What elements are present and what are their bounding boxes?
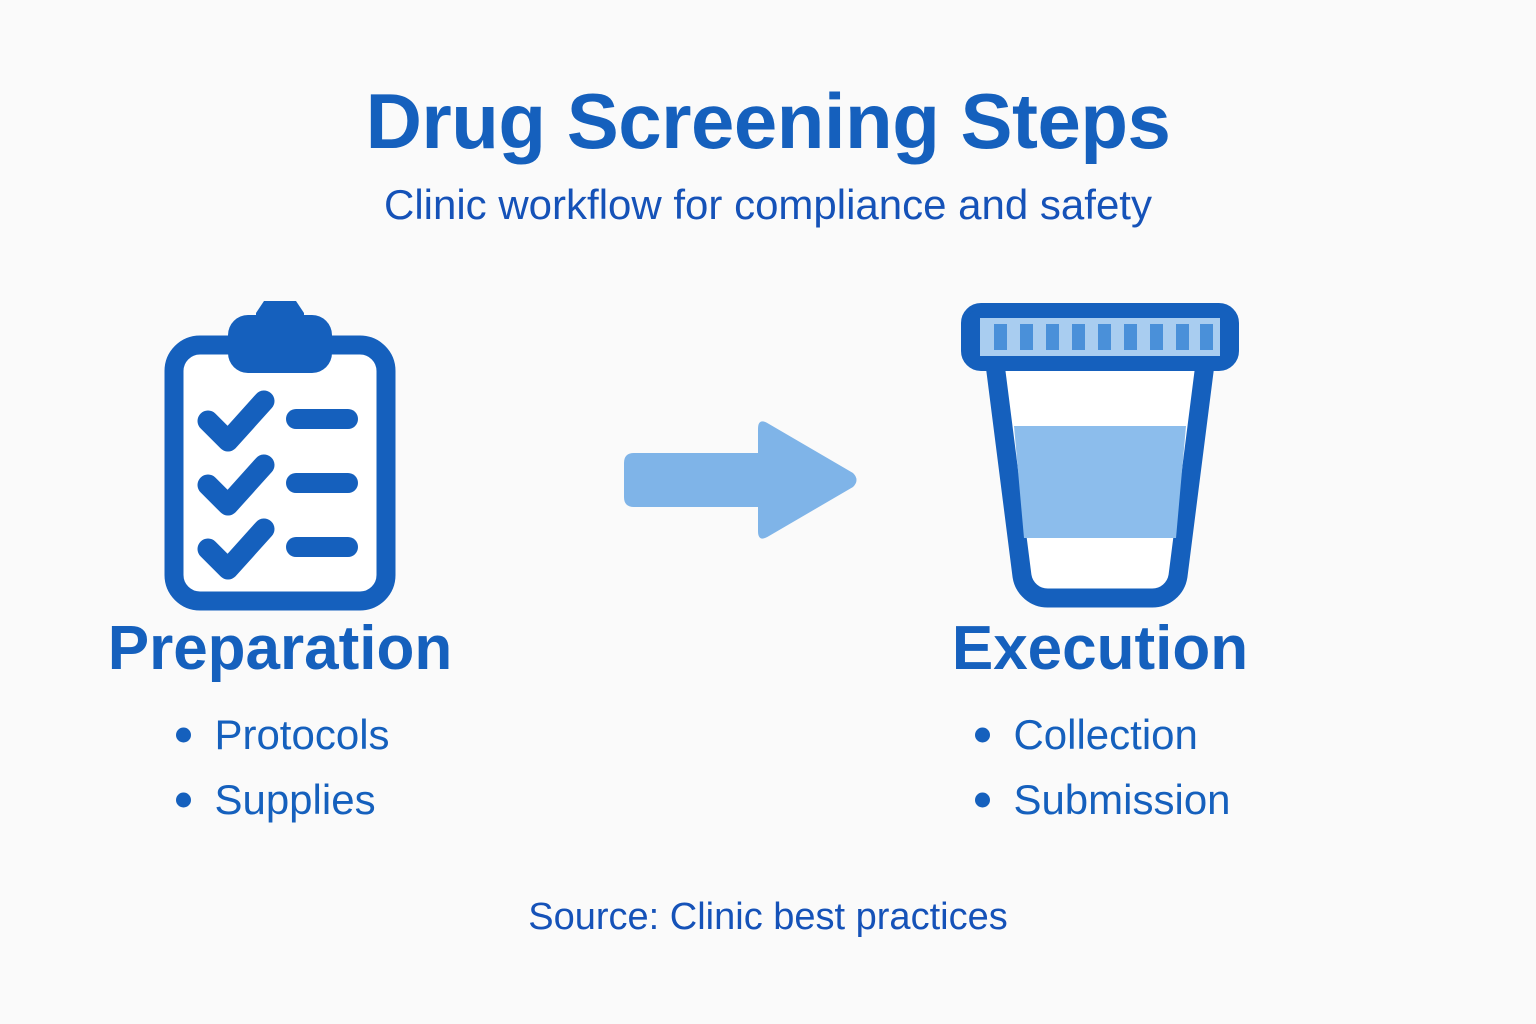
- step-execution-bullets: Collection Submission: [969, 702, 1231, 832]
- list-item-label: Submission: [1013, 776, 1231, 824]
- list-item-label: Protocols: [214, 711, 390, 758]
- page-subtitle: Clinic workflow for compliance and safet…: [384, 180, 1152, 228]
- clipboard-checklist-icon: [164, 301, 396, 611]
- step-connector: [610, 415, 870, 545]
- step-preparation: Preparation Protocols Supplies: [0, 288, 560, 832]
- specimen-cup-icon: [961, 303, 1239, 608]
- bullet-dot-icon: [176, 727, 192, 743]
- step-execution-label: Execution: [951, 614, 1249, 683]
- steps-container: Preparation Protocols Supplies: [0, 288, 1536, 868]
- source-note: Source: Clinic best practices: [528, 896, 1008, 938]
- list-item: Supplies: [170, 767, 389, 832]
- list-item: Submission: [969, 767, 1231, 832]
- step-preparation-icon-slot: [0, 288, 560, 618]
- list-item-label: Supplies: [214, 776, 376, 824]
- step-preparation-bullets: Protocols Supplies: [170, 702, 390, 832]
- step-preparation-label: Preparation: [107, 614, 453, 683]
- right-arrow-icon: [624, 421, 857, 539]
- header: Drug Screening Steps Clinic workflow for…: [0, 77, 1536, 230]
- bullet-dot-icon: [975, 727, 991, 743]
- list-item: Collection: [969, 702, 1230, 767]
- bullet-dot-icon: [975, 792, 991, 808]
- list-item-label: Collection: [1013, 711, 1198, 758]
- list-item: Protocols: [170, 702, 390, 767]
- page-title: Drug Screening Steps: [365, 77, 1171, 165]
- step-execution-icon-slot: [750, 288, 1450, 618]
- bullet-dot-icon: [176, 792, 192, 808]
- step-execution: Execution Collection Submission: [750, 288, 1450, 832]
